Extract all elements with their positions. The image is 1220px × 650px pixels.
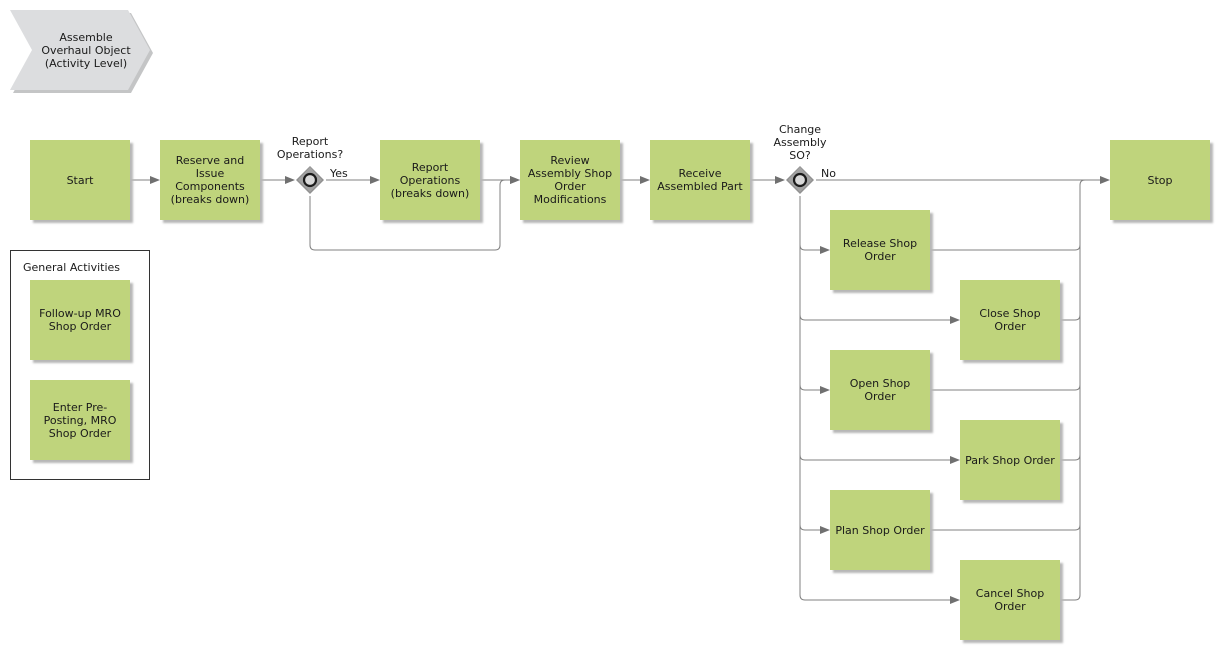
merge-rail (1060, 179, 1086, 601)
activity-review-modifications[interactable]: Review Assembly Shop Order Modifications (520, 140, 620, 220)
legend-title: General Activities (23, 261, 121, 274)
gateway-yes-label: Yes (330, 167, 348, 180)
gateway-report-question: Report Operations? (276, 135, 344, 161)
gateway-report-operations (296, 166, 324, 194)
legend-item-follow-up[interactable]: Follow-up MRO Shop Order (30, 280, 130, 360)
activity-report-operations[interactable]: Report Operations (breaks down) (380, 140, 480, 220)
activity-park-shop-order[interactable]: Park Shop Order (960, 420, 1060, 500)
activity-open-shop-order[interactable]: Open Shop Order (830, 350, 930, 430)
activity-cancel-shop-order[interactable]: Cancel Shop Order (960, 560, 1060, 640)
activity-release-shop-order[interactable]: Release Shop Order (830, 210, 930, 290)
process-title: Assemble Overhaul Object (Activity Level… (41, 31, 131, 70)
gateway-no-label: No (821, 167, 836, 180)
activity-start[interactable]: Start (30, 140, 130, 220)
activity-reserve-issue-components[interactable]: Reserve and Issue Components (breaks dow… (160, 140, 260, 220)
gateway-change-assembly (786, 166, 814, 194)
general-activities-legend: General Activities (10, 250, 150, 480)
activity-plan-shop-order[interactable]: Plan Shop Order (830, 490, 930, 570)
legend-item-enter-preposting[interactable]: Enter Pre- Posting, MRO Shop Order (30, 380, 130, 460)
branch-rail (799, 196, 960, 604)
gateway-change-question: Change Assembly SO? (773, 123, 827, 162)
flow-gateway1-skip (309, 176, 520, 251)
activity-receive-assembled-part[interactable]: Receive Assembled Part (650, 140, 750, 220)
activity-close-shop-order[interactable]: Close Shop Order (960, 280, 1060, 360)
activity-stop[interactable]: Stop (1110, 140, 1210, 220)
